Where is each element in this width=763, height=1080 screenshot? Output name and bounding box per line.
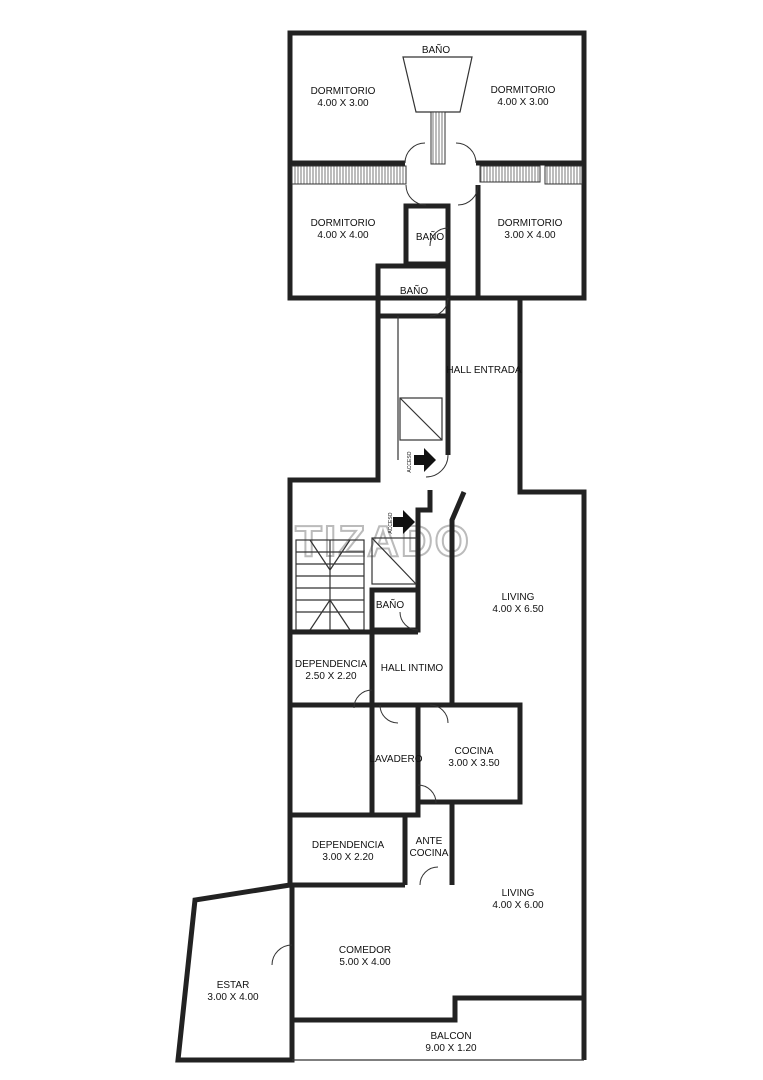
- room-label: LAVADERO: [370, 754, 423, 765]
- room-label: ANTE: [416, 836, 443, 847]
- labels: BAÑO DORMITORIO 4.00 X 3.00 DORMITORIO 4…: [207, 43, 562, 1054]
- arrow-icon: [393, 510, 415, 534]
- room-label: DEPENDENCIA: [312, 840, 385, 851]
- room-label: DORMITORIO: [311, 86, 376, 97]
- room-size: 4.00 X 3.00: [317, 98, 369, 109]
- room-label: COCINA: [455, 746, 494, 757]
- room-size: 4.00 X 6.00: [492, 900, 544, 911]
- room-label: ESTAR: [217, 980, 250, 991]
- room-label: LIVING: [502, 592, 535, 603]
- access-label: ACCESO: [388, 512, 394, 533]
- room-size: 4.00 X 3.00: [497, 97, 549, 108]
- staircase: [295, 539, 365, 631]
- room-label: LIVING: [502, 888, 535, 899]
- room-label: DORMITORIO: [498, 218, 563, 229]
- room-size: 3.00 X 3.50: [448, 758, 500, 769]
- room-size: 4.00 X 6.50: [492, 604, 544, 615]
- access-arrows: [393, 448, 436, 534]
- room-size: 3.00 X 4.00: [207, 992, 259, 1003]
- room-label: BAÑO: [422, 43, 451, 56]
- room-label: BAÑO: [416, 230, 445, 243]
- room-label: BALCON: [430, 1031, 471, 1042]
- room-size: 3.00 X 2.20: [322, 852, 374, 863]
- room-label: HALL INTIMO: [381, 663, 444, 674]
- room-label: BAÑO: [376, 598, 405, 611]
- arrow-icon: [414, 448, 436, 472]
- room-label: DORMITORIO: [491, 85, 556, 96]
- walls: [175, 30, 587, 1063]
- room-label: COMEDOR: [339, 945, 391, 956]
- room-size: 2.50 X 2.20: [305, 671, 357, 682]
- room-label: COCINA: [410, 848, 449, 859]
- doors: [271, 142, 479, 966]
- access-label: ACCESO: [407, 451, 413, 472]
- room-size: 3.00 X 4.00: [504, 230, 556, 241]
- room-label: DORMITORIO: [311, 218, 376, 229]
- room-size: 5.00 X 4.00: [339, 957, 391, 968]
- room-label: DEPENDENCIA: [295, 659, 368, 670]
- room-label: HALL ENTRADA: [446, 365, 522, 376]
- room-size: 9.00 X 1.20: [425, 1043, 477, 1054]
- room-label: BAÑO: [400, 284, 429, 297]
- room-size: 4.00 X 4.00: [317, 230, 369, 241]
- watermark: TIZADO: [295, 517, 471, 566]
